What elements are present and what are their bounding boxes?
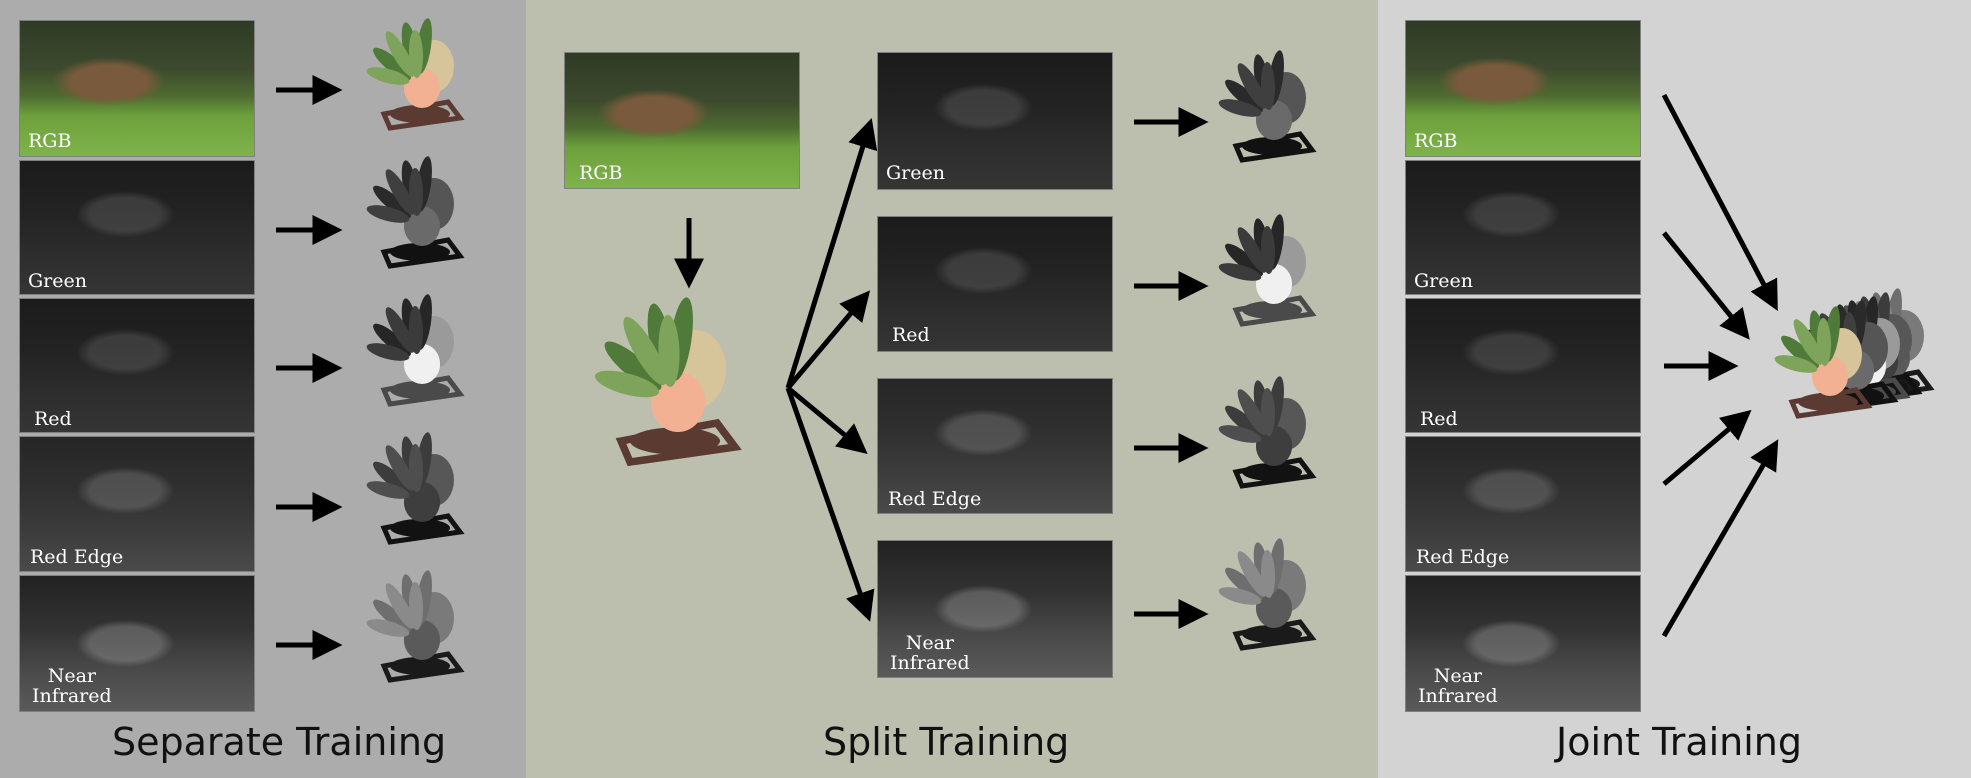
- image-label: Red Edge: [888, 488, 982, 510]
- joint-red-edge-image: Red Edge: [1405, 436, 1641, 572]
- image-label: Red Edge: [30, 546, 124, 568]
- separate-nir-image: Near Infrared: [19, 575, 255, 712]
- image-label: RGB: [28, 130, 72, 152]
- image-label: Near Infrared: [32, 665, 112, 707]
- separate-red-image: Red: [19, 298, 255, 433]
- image-label: RGB: [1414, 130, 1458, 152]
- separate-training-title: Separate Training: [112, 720, 447, 764]
- image-label: Near Infrared: [1418, 665, 1498, 707]
- joint-red-image: Red: [1405, 298, 1641, 433]
- joint-nir-image: Near Infrared: [1405, 575, 1641, 712]
- split-green-image: Green: [877, 52, 1113, 190]
- plant-icon-green: [1216, 49, 1312, 161]
- image-label: Green: [28, 270, 87, 292]
- image-label: Red Edge: [1416, 546, 1510, 568]
- image-label: Green: [1414, 270, 1473, 292]
- image-label: Near Infrared: [890, 632, 970, 674]
- plant-icon-rgb: [364, 17, 460, 129]
- image-label: Red: [1420, 408, 1458, 430]
- split-red-edge-image: Red Edge: [877, 378, 1113, 514]
- image-label: Green: [886, 162, 945, 184]
- image-label: Red: [892, 324, 930, 346]
- joint-rgb-image: RGB: [1405, 20, 1641, 157]
- plant-icon-red: [1216, 213, 1312, 324]
- arrow-icon: [276, 75, 343, 660]
- separate-rgb-image: RGB: [19, 20, 255, 157]
- split-rgb-image: RGB: [564, 52, 800, 189]
- arrow-icon: [1661, 93, 1779, 638]
- arrow-icon: [674, 107, 1209, 629]
- joint-green-image: Green: [1405, 160, 1641, 295]
- plant-icon-red-edge: [364, 431, 460, 542]
- separate-green-image: Green: [19, 160, 255, 295]
- image-label: RGB: [579, 162, 623, 184]
- plant-icon-red-edge: [1216, 375, 1312, 486]
- split-training-title: Split Training: [823, 720, 1070, 764]
- separate-red-edge-image: Red Edge: [19, 436, 255, 572]
- split-red-image: Red: [877, 216, 1113, 352]
- plant-icon-red: [364, 293, 460, 404]
- split-nir-image: Near Infrared: [877, 540, 1113, 678]
- plant-icon-rgb-large: [592, 295, 735, 462]
- plant-icon-nir: [1216, 537, 1312, 648]
- plant-icon-green: [364, 155, 460, 266]
- image-label: Red: [34, 408, 72, 430]
- joint-training-title: Joint Training: [1556, 720, 1803, 764]
- plant-icon-nir: [364, 569, 460, 680]
